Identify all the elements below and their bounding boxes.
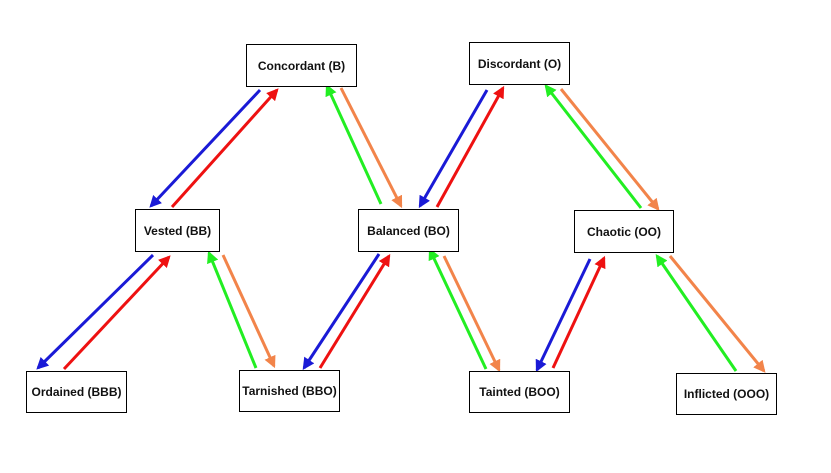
arrow-chaotic-to-tainted bbox=[535, 258, 592, 373]
node-tainted: Tainted (BOO) bbox=[469, 371, 570, 413]
arrow-tarnished-to-vested bbox=[207, 250, 258, 369]
arrow-concordant-to-balanced bbox=[339, 87, 403, 209]
arrow-vested-to-ordained bbox=[36, 253, 155, 370]
node-vested: Vested (BB) bbox=[135, 209, 220, 252]
arrow-tarnished-to-balanced bbox=[318, 253, 391, 369]
arrow-balanced-to-tainted bbox=[442, 255, 501, 373]
arrow-discordant-to-chaotic bbox=[559, 88, 660, 211]
arrow-tainted-to-chaotic bbox=[551, 255, 606, 369]
node-discordant: Discordant (O) bbox=[469, 42, 570, 85]
node-chaotic: Chaotic (OO) bbox=[574, 210, 674, 253]
arrow-ordained-to-vested bbox=[62, 255, 171, 371]
arrow-chaotic-to-discordant bbox=[544, 84, 643, 209]
node-inflicted: Inflicted (OOO) bbox=[676, 373, 777, 415]
arrow-vested-to-tarnished bbox=[221, 254, 276, 369]
arrow-tainted-to-balanced bbox=[428, 247, 488, 370]
arrow-balanced-to-tarnished bbox=[302, 253, 381, 371]
node-concordant: Concordant (B) bbox=[246, 44, 357, 87]
arrow-balanced-to-discordant bbox=[435, 85, 505, 208]
arrow-chaotic-to-inflicted bbox=[668, 255, 766, 373]
node-ordained: Ordained (BBB) bbox=[26, 371, 127, 413]
arrow-vested-to-concordant bbox=[170, 88, 279, 209]
arrow-concordant-to-vested bbox=[149, 88, 262, 208]
arrow-inflicted-to-chaotic bbox=[655, 254, 738, 372]
arrow-discordant-to-balanced bbox=[418, 89, 489, 209]
arrow-balanced-to-concordant bbox=[325, 83, 383, 205]
node-tarnished: Tarnished (BBO) bbox=[239, 370, 340, 412]
node-balanced: Balanced (BO) bbox=[358, 209, 459, 252]
